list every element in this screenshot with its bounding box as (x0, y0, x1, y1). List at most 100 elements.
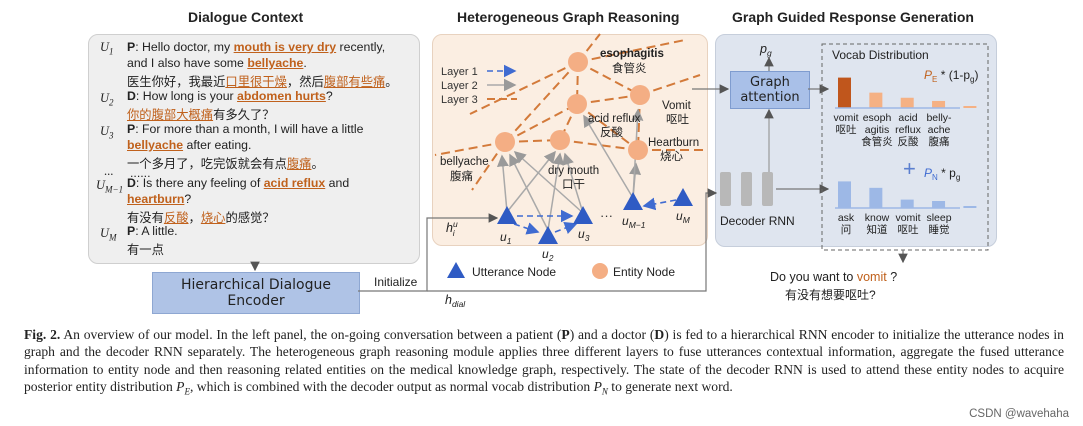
plus-sign: + (903, 156, 916, 181)
generation-panel (715, 34, 997, 247)
utterance-label-u3: u3 (578, 227, 590, 243)
entity-bar-4 (963, 106, 977, 108)
vocab-distribution-title: Vocab Distribution (832, 48, 929, 62)
utterance-label-um: uM (676, 209, 691, 225)
utterance-node-legend-icon (447, 262, 465, 278)
hierarchical-dialogue-encoder-box: Hierarchical Dialogue Encoder (152, 272, 360, 314)
pn-formula: PN * pg (924, 166, 960, 182)
entity-node-dry-mouth (550, 130, 570, 150)
entity-label-dry-mouth-cn: 口干 (562, 179, 585, 191)
dialogue-context-title: Dialogue Context (188, 9, 304, 25)
vocab-word-cn: 呕吐 (897, 224, 919, 236)
response-cn: 有没有想要呕吐? (785, 288, 876, 302)
vocab-word-cn: 睡觉 (928, 224, 950, 236)
entity-node-vomit (630, 85, 650, 105)
vocab-word-en: ask (837, 212, 855, 224)
initialize-label: Initialize (374, 275, 418, 289)
figure-caption: Fig. 2. An overview of our model. In the… (24, 327, 1064, 397)
entity-word-en: esoph agitis (862, 112, 892, 136)
vocab-word-en: vomit (895, 212, 921, 224)
utterance-label: U1 (100, 40, 114, 57)
entity-word-cn: 食管炎 (861, 136, 893, 148)
utterance-ellipsis: ... (104, 164, 114, 178)
entity-label-dry-mouth: dry mouth (548, 165, 599, 177)
vocab-bar-4 (963, 206, 977, 208)
entity-label-acid-reflux: acid reflux (588, 113, 641, 125)
entity-node-acid-reflux (567, 94, 587, 114)
entity-word-en: belly- ache (926, 112, 952, 136)
entity-node-esophagitis (568, 52, 588, 72)
entity-word-cn: 呕吐 (835, 124, 857, 136)
utterance-label: U3 (100, 124, 114, 141)
hdial-arrow (427, 188, 718, 292)
response-generation-title: Graph Guided Response Generation (732, 9, 974, 25)
dialogue-context-panel (88, 34, 420, 264)
watermark: CSDN @wavehaha (969, 408, 1069, 420)
entity-distribution-bars (838, 77, 977, 108)
response-en: Do you want to vomit ? (770, 270, 898, 284)
entity-label-vomit-cn: 呕吐 (666, 113, 689, 126)
entity-word-cn: 腹痛 (928, 136, 950, 148)
utterance-ellipsis-cn: ...... (130, 166, 151, 180)
vocab-bar-3 (932, 201, 946, 208)
utterance-label-u2: u2 (542, 247, 554, 263)
utterance-node-u1 (497, 206, 517, 224)
entity-label-vomit: Vomit (662, 100, 692, 112)
legend-layer3-label: Layer 3 (441, 94, 478, 106)
legend-layer1-label: Layer 1 (441, 66, 478, 78)
entity-bar-0 (838, 77, 851, 108)
vocab-bar-1 (869, 187, 883, 208)
graph-reasoning-title: Heterogeneous Graph Reasoning (457, 9, 680, 25)
vocab-word-en: know (864, 212, 890, 224)
pe-formula: PE * (1-pg) (924, 68, 979, 84)
utterance-node-legend-label: Utterance Node (472, 265, 556, 279)
vocab-distribution-box (821, 43, 989, 251)
utterance-label: UM (100, 226, 117, 243)
entity-word-en: acid reflux (895, 112, 921, 136)
entity-label-bellyache: bellyache (440, 156, 489, 168)
legend-layer2-label: Layer 2 (441, 80, 478, 92)
decoder-rnn-label: Decoder RNN (720, 214, 795, 228)
vocab-distribution-bars (838, 181, 977, 208)
layer2-edges (496, 108, 644, 231)
entity-label-heartburn: Heartburn (648, 137, 699, 149)
entity-node-legend-label: Entity Node (613, 265, 675, 279)
entity-label-esophagitis-cn: 食管炎 (612, 61, 647, 75)
entity-label-heartburn-cn: 烧心 (660, 150, 683, 163)
entity-bar-1 (869, 92, 883, 108)
vocab-bar-0 (838, 181, 851, 208)
layer-legend: Layer 1 Layer 2 Layer 3 (441, 64, 517, 106)
entity-node-legend-icon (592, 263, 608, 279)
entity-bar-3 (932, 100, 946, 108)
utterance-label-um1: uM−1 (622, 214, 646, 230)
utterance-node-u2 (538, 226, 558, 244)
utterance-node-um1 (623, 192, 643, 210)
pg-label: pg (759, 42, 772, 58)
model-overview-figure: Dialogue Context Heterogeneous Graph Rea… (88, 9, 997, 314)
utterance-node-um (673, 188, 693, 206)
utterance-label: UM−1 (96, 178, 124, 195)
utterance-label-u1: u1 (500, 230, 512, 246)
entity-label-esophagitis: esophagitis (600, 48, 664, 60)
vocab-word-cn: 知道 (866, 224, 888, 236)
entity-node-heartburn (628, 140, 648, 160)
entity-label-acid-reflux-cn: 反酸 (600, 125, 623, 139)
utterance-nodes (497, 188, 693, 244)
utterance-label: U2 (100, 91, 114, 108)
utterance-dots: ··· (600, 208, 613, 223)
initialize-arrow (358, 213, 499, 292)
graph-attention-box: Graph attention (730, 71, 810, 109)
h-dial-label: hdial (445, 293, 466, 309)
entity-word-cn: 反酸 (897, 136, 919, 148)
layer1-edges (513, 197, 677, 235)
entity-bar-2 (900, 97, 914, 108)
utterance-node-u3 (573, 206, 593, 224)
decoder-rnn-cells (720, 172, 773, 206)
entity-nodes (495, 52, 650, 160)
